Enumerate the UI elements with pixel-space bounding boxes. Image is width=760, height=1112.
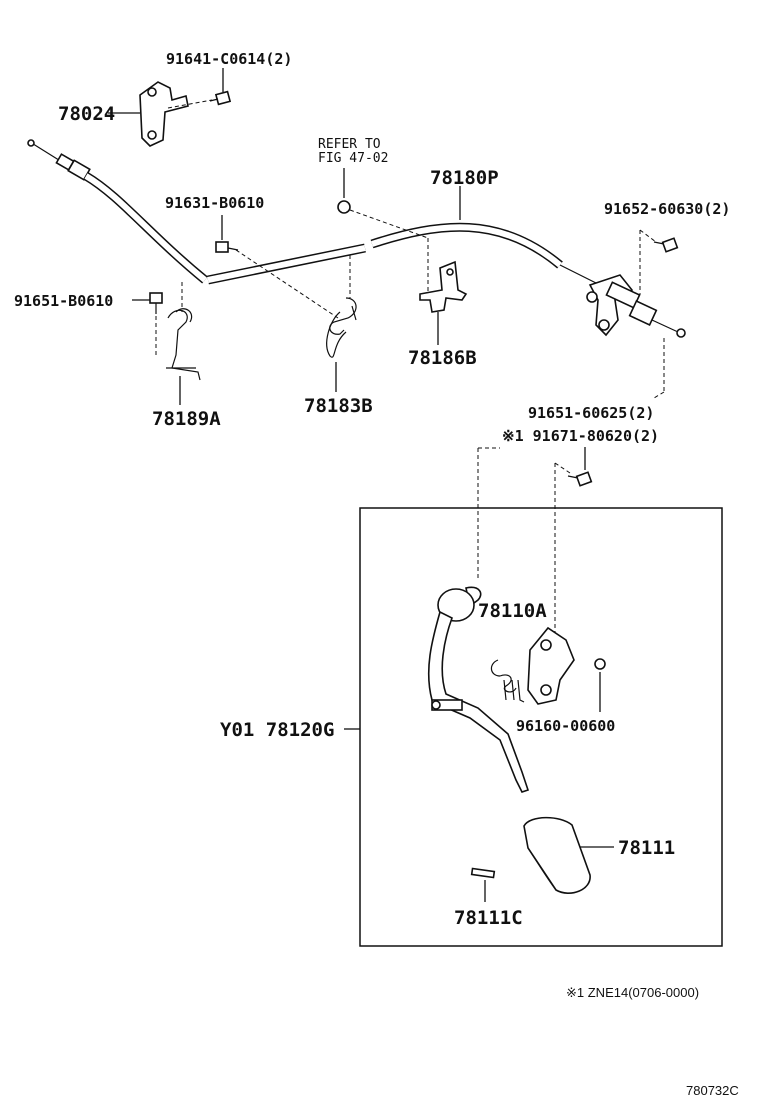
label-78111: 78111 bbox=[618, 837, 675, 859]
bracket-78024[interactable] bbox=[139, 81, 189, 147]
footnote: ※1 ZNE14(0706-0000) bbox=[566, 985, 699, 1000]
clip-78183b[interactable] bbox=[326, 297, 357, 358]
grommet-icon[interactable] bbox=[337, 200, 351, 214]
label-91641-c0614: 91641-C0614(2) bbox=[166, 50, 292, 68]
label-91651-b0610: 91651-B0610 bbox=[14, 292, 113, 310]
bolt-91641-c0614[interactable] bbox=[209, 90, 232, 106]
label-96160-00600: 96160-00600 bbox=[516, 717, 615, 735]
refer-to-line2: FIG 47-02 bbox=[318, 151, 388, 166]
washer-96160-00600[interactable] bbox=[594, 658, 606, 670]
pedal-assembly-box bbox=[359, 507, 723, 947]
bolt-91651-b0610[interactable] bbox=[149, 292, 163, 314]
label-91651-60625: 91651-60625(2) bbox=[528, 404, 654, 422]
pedal-bracket[interactable] bbox=[527, 626, 575, 705]
pedal-pad-78111[interactable] bbox=[523, 816, 591, 894]
label-78183b: 78183B bbox=[304, 395, 373, 417]
cable-78180p[interactable] bbox=[27, 139, 686, 338]
bolt-91651-60625[interactable] bbox=[567, 471, 593, 487]
label-78180p: 78180P bbox=[430, 167, 499, 189]
label-78024: 78024 bbox=[58, 103, 115, 125]
label-y01-78120g: Y01 78120G bbox=[220, 719, 334, 741]
pedal-lever[interactable] bbox=[427, 586, 530, 793]
label-78189a: 78189A bbox=[152, 408, 221, 430]
refer-to-line1: REFER TO bbox=[318, 137, 381, 152]
label-91652-60630: 91652-60630(2) bbox=[604, 200, 730, 218]
label-91631-b0610: 91631-B0610 bbox=[165, 194, 264, 212]
bolt-91652-60630[interactable] bbox=[653, 237, 679, 253]
label-78111c: 78111C bbox=[454, 907, 523, 929]
label-78110a: 78110A bbox=[478, 600, 547, 622]
label-91671-80620: ※1 91671-80620(2) bbox=[502, 427, 659, 445]
label-78186b: 78186B bbox=[408, 347, 477, 369]
clip-78189a[interactable] bbox=[166, 308, 201, 381]
figure-code: 780732C bbox=[686, 1083, 739, 1098]
return-spring[interactable] bbox=[490, 659, 525, 703]
pin-78111c[interactable] bbox=[470, 867, 496, 879]
bolt-91631-b0610[interactable] bbox=[215, 241, 239, 253]
clip-78186b[interactable] bbox=[419, 260, 468, 313]
